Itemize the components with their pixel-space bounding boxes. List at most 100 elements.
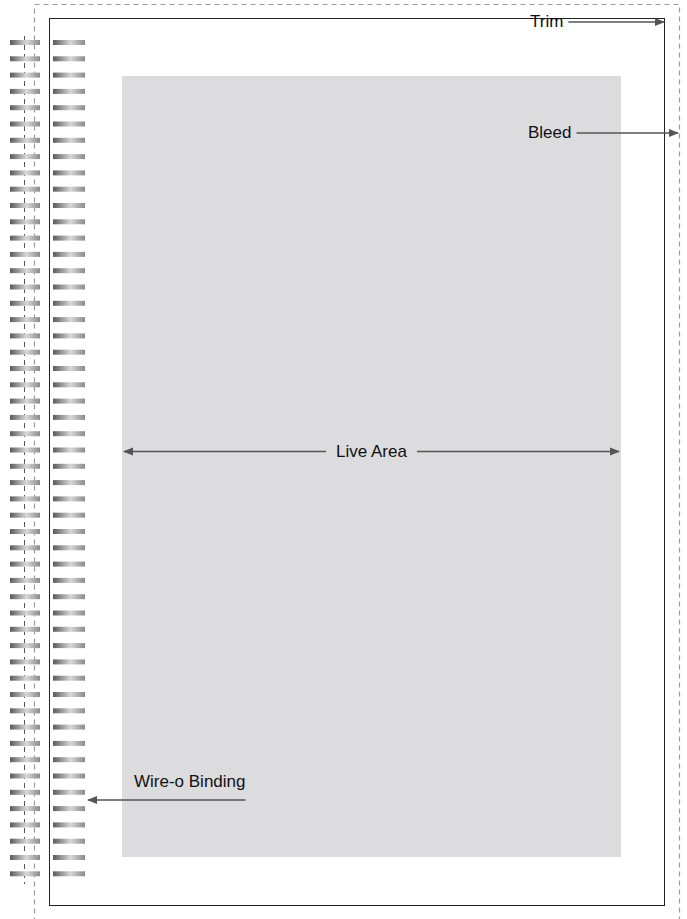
wire-loop: [10, 236, 40, 241]
wire-loop: [53, 73, 85, 78]
wire-loop: [10, 285, 40, 290]
wire-loop: [53, 268, 85, 273]
wire-loop: [53, 643, 85, 648]
leader-arrow: [88, 799, 246, 800]
wire-loop: [53, 382, 85, 387]
wire-loop: [10, 806, 40, 811]
wire-loop: [53, 594, 85, 599]
wire-loop: [53, 464, 85, 469]
wire-loop: [53, 448, 85, 453]
wire-loop: [10, 676, 40, 681]
wire-loop: [10, 611, 40, 616]
wire-loop: [53, 122, 85, 127]
wire-loop: [10, 154, 40, 159]
wire-loop: [10, 496, 40, 501]
wire-loop: [53, 545, 85, 550]
wire-loop: [10, 89, 40, 94]
wire-loop: [53, 154, 85, 159]
wire-loop: [53, 105, 85, 110]
wire-loop: [10, 692, 40, 697]
area-label: Live Area: [336, 442, 407, 462]
wire-loop: [53, 496, 85, 501]
wire-loop: [53, 708, 85, 713]
width-arrow: [417, 451, 619, 452]
wire-loop: [10, 513, 40, 518]
wire-loop: [53, 790, 85, 795]
callout-label: Bleed: [528, 123, 571, 143]
wire-loop: [10, 203, 40, 208]
wire-loop: [10, 855, 40, 860]
wire-loop: [10, 480, 40, 485]
wire-loop: [10, 415, 40, 420]
wire-loop: [10, 562, 40, 567]
wire-loop: [53, 285, 85, 290]
wire-loop: [53, 774, 85, 779]
wire-loop: [10, 790, 40, 795]
wire-loop: [10, 839, 40, 844]
wire-loop: [10, 382, 40, 387]
wire-loop: [10, 105, 40, 110]
wire-loop: [53, 611, 85, 616]
wire-loop: [53, 399, 85, 404]
wire-loop: [10, 757, 40, 762]
wire-loop: [10, 871, 40, 876]
wire-loop: [53, 187, 85, 192]
callout-label: Wire-o Binding: [134, 772, 246, 792]
wire-loop: [53, 333, 85, 338]
wire-loop: [53, 659, 85, 664]
wire-loop: [10, 40, 40, 45]
wire-loop: [10, 578, 40, 583]
wire-loop: [10, 659, 40, 664]
wire-loop: [10, 350, 40, 355]
wire-loop: [53, 252, 85, 257]
wire-loop: [53, 89, 85, 94]
wire-loop: [10, 268, 40, 273]
wire-loop: [53, 839, 85, 844]
wire-o-binding: [10, 40, 85, 876]
bleed-line: [35, 5, 680, 919]
wire-loop: [53, 56, 85, 61]
wire-loop: [53, 203, 85, 208]
wire-loop: [10, 301, 40, 306]
wire-loop: [10, 170, 40, 175]
wire-loop: [53, 366, 85, 371]
wire-loop: [53, 480, 85, 485]
wire-loop: [53, 855, 85, 860]
wire-loop: [53, 741, 85, 746]
wire-loop: [10, 73, 40, 78]
wire-loop: [10, 708, 40, 713]
wire-loop: [53, 138, 85, 143]
wire-loop: [10, 594, 40, 599]
wire-loop: [10, 431, 40, 436]
callout-label: Trim: [530, 12, 563, 32]
wire-loop: [10, 545, 40, 550]
wire-loop: [10, 252, 40, 257]
live-area: Live Area: [122, 76, 621, 857]
trim-line: [50, 19, 665, 906]
wire-loop: [10, 627, 40, 632]
wire-loop: [53, 513, 85, 518]
wire-loop: [10, 187, 40, 192]
wire-loop: [10, 56, 40, 61]
wire-loop: [10, 399, 40, 404]
wire-loop: [53, 529, 85, 534]
wire-loop: [53, 431, 85, 436]
wire-loop: [10, 529, 40, 534]
wire-loop: [53, 627, 85, 632]
wire-loop: [53, 415, 85, 420]
leader-arrow: [568, 21, 664, 22]
wire-loop: [53, 822, 85, 827]
width-arrow: [124, 451, 326, 452]
wire-loop: [53, 871, 85, 876]
wire-loop: [53, 170, 85, 175]
wire-loop: [10, 219, 40, 224]
wire-loop: [53, 219, 85, 224]
wire-loop: [53, 301, 85, 306]
wire-loop: [53, 725, 85, 730]
wire-loop: [53, 562, 85, 567]
wire-loop: [53, 236, 85, 241]
wire-loop: [53, 676, 85, 681]
wire-loop: [53, 317, 85, 322]
wire-loop: [10, 317, 40, 322]
wire-loop: [10, 122, 40, 127]
